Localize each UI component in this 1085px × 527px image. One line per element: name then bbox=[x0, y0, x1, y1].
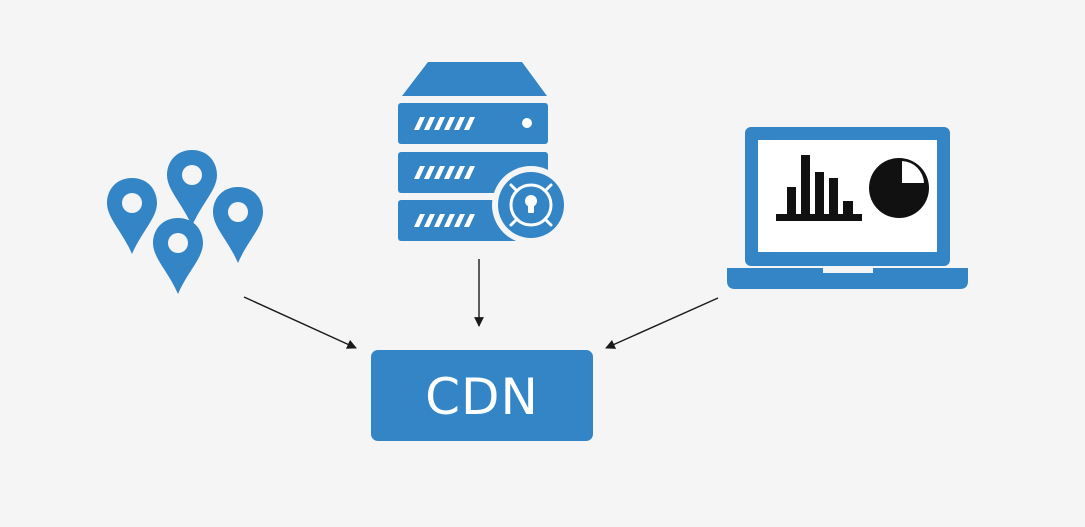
arrow-laptop-to-cdn bbox=[605, 297, 719, 349]
map-pin-icon bbox=[107, 178, 157, 254]
laptop-notch bbox=[823, 268, 873, 273]
cdn-label: CDN bbox=[425, 368, 539, 426]
laptop-base bbox=[727, 268, 968, 289]
pie-chart-icon bbox=[869, 158, 929, 218]
bar-chart-icon bbox=[776, 155, 862, 221]
server-unit bbox=[398, 103, 548, 144]
cdn-box: CDN bbox=[371, 350, 593, 441]
map-pin-icon bbox=[167, 150, 217, 226]
arrows bbox=[243, 259, 719, 349]
map-pins-icon bbox=[107, 150, 263, 294]
server-top bbox=[402, 62, 547, 96]
laptop-icon bbox=[727, 127, 968, 289]
server-icon bbox=[398, 62, 570, 244]
security-lock-icon bbox=[492, 166, 570, 244]
map-pin-icon bbox=[153, 218, 203, 294]
map-pin-icon bbox=[213, 187, 263, 263]
arrow-locations-to-cdn bbox=[243, 296, 357, 349]
